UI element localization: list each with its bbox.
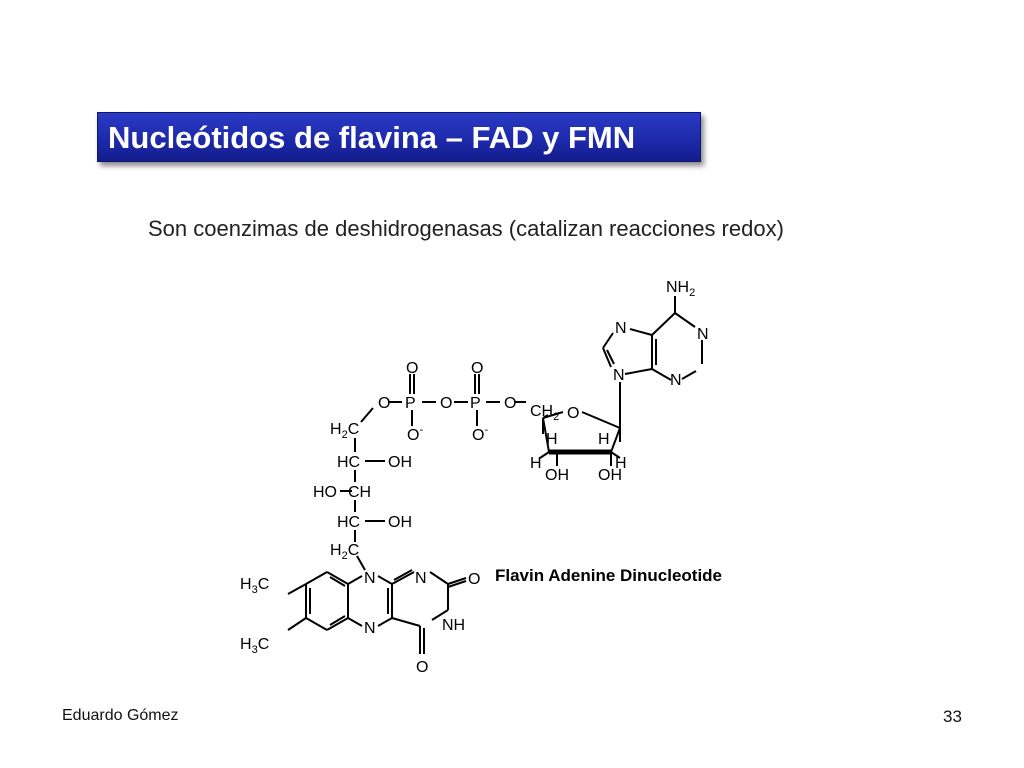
diagram-caption: Flavin Adenine Dinucleotide xyxy=(495,566,722,585)
label-ch2: CH2 xyxy=(530,403,559,423)
label-p: P xyxy=(470,395,481,412)
page-number: 33 xyxy=(943,707,962,726)
label-nh: NH xyxy=(442,617,465,634)
label-h2c: H2C xyxy=(330,421,359,441)
label-o: O xyxy=(468,571,480,588)
label-o: O xyxy=(416,659,428,676)
label-h: H xyxy=(530,455,542,472)
label-h: H xyxy=(546,431,558,448)
label-o: O xyxy=(406,360,418,377)
label-h: H xyxy=(615,455,627,472)
atom-labels: NH2 N N N N O CH2 H H H H OH OH O P O P … xyxy=(240,279,709,676)
label-o: O xyxy=(378,395,390,412)
slide-title: Nucleótidos de flavina – FAD y FMN xyxy=(108,120,636,155)
label-h2c: H2C xyxy=(330,542,359,562)
label-oh: OH xyxy=(388,514,412,531)
label-ch: CH xyxy=(348,484,371,501)
label-n: N xyxy=(415,570,427,587)
label-p: P xyxy=(405,395,416,412)
author-name: Eduardo Gómez xyxy=(62,707,179,724)
label-o: O xyxy=(471,360,483,377)
label-oh: OH xyxy=(545,467,569,484)
label-n: N xyxy=(364,620,376,637)
structure-bonds xyxy=(287,296,703,654)
label-hc: HC xyxy=(337,454,360,471)
label-o-minus: O- xyxy=(407,424,423,444)
label-o: O xyxy=(567,405,579,422)
label-h3c: H3C xyxy=(240,636,269,656)
label-h: H xyxy=(598,431,610,448)
title-banner: Nucleótidos de flavina – FAD y FMN xyxy=(97,112,701,162)
label-n: N xyxy=(613,367,625,384)
label-h3c: H3C xyxy=(240,576,269,596)
label-n: N xyxy=(615,320,627,337)
label-ho: HO xyxy=(313,484,337,501)
label-oh: OH xyxy=(598,467,622,484)
label-o: O xyxy=(440,395,452,412)
slide-subtitle: Son coenzimas de deshidrogenasas (catali… xyxy=(148,216,784,241)
label-o-minus: O- xyxy=(472,424,488,444)
fad-structure-diagram: NH2 N N N N O CH2 H H H H OH OH O P O P … xyxy=(240,279,722,676)
label-n: N xyxy=(697,326,709,343)
label-hc: HC xyxy=(337,514,360,531)
label-n: N xyxy=(364,570,376,587)
label-o: O xyxy=(504,395,516,412)
label-nh2: NH2 xyxy=(666,279,695,299)
label-n: N xyxy=(670,372,682,389)
label-oh: OH xyxy=(388,454,412,471)
